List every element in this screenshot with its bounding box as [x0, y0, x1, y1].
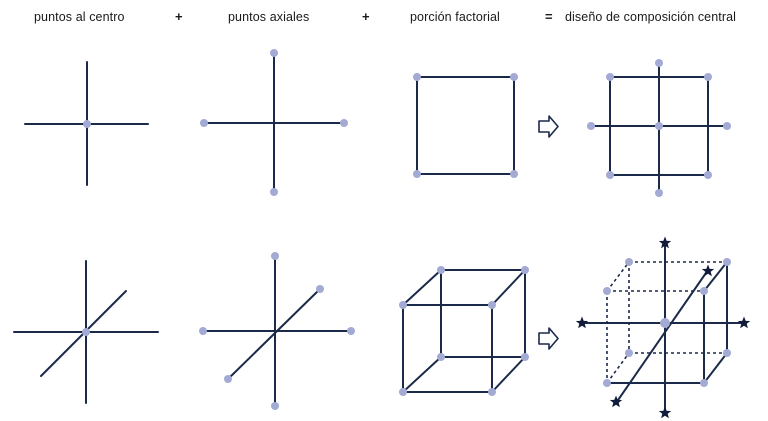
- central-composite-design-3d: [575, 236, 751, 419]
- equals-operator: =: [545, 9, 553, 24]
- hollow-right-arrow-icon: [538, 115, 559, 138]
- header-factorial-portion: porción factorial: [410, 10, 500, 24]
- center-points-2d: [24, 61, 149, 186]
- central-composite-design-2d: [587, 59, 731, 197]
- center-points-3d: [13, 260, 159, 404]
- axial-points-3d: [199, 252, 355, 410]
- header-axial-points: puntos axiales: [228, 10, 310, 24]
- axial-points-2d: [200, 49, 348, 196]
- star-icon: [575, 316, 589, 329]
- star-icon: [737, 316, 751, 329]
- header-center-points: puntos al centro: [34, 10, 125, 24]
- hollow-right-arrow-icon: [538, 327, 559, 350]
- plus-operator-1: +: [175, 9, 183, 24]
- factorial-portion-2d: [413, 73, 518, 178]
- plus-operator-2: +: [362, 9, 370, 24]
- header-central-composite-design: diseño de composición central: [565, 10, 737, 24]
- star-icon: [658, 406, 672, 419]
- factorial-portion-3d: [399, 266, 529, 396]
